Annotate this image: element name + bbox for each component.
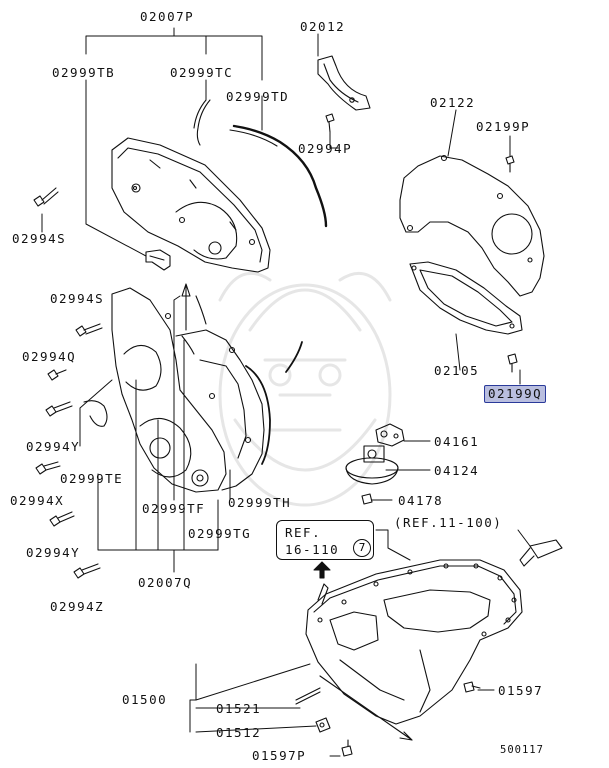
ref-box: REF. 16-110 7 [276, 520, 374, 560]
label-ref-11-100: (REF.11-100) [394, 515, 503, 530]
seal-02999TE [83, 400, 108, 427]
label-02994S-lower: 02994S [50, 291, 105, 306]
plate-02122 [399, 154, 545, 297]
label-02999TD: 02999TD [226, 89, 290, 104]
bolt-02994X [35, 461, 61, 475]
label-02994P: 02994P [298, 141, 353, 156]
label-01500: 01500 [122, 692, 168, 707]
gasket-01521 [295, 687, 321, 705]
lower-timing-cover [111, 287, 265, 493]
oil-strainer-04124 [345, 445, 399, 485]
ref-arrow [313, 561, 331, 579]
seal-02999TF [181, 283, 191, 331]
figure-number: 500117 [500, 744, 544, 756]
plug-01597 [463, 681, 481, 693]
watermark-emblem [218, 271, 392, 507]
label-04161: 04161 [434, 434, 480, 449]
bolt-02199Q [507, 353, 518, 373]
oil-pan-01500 [305, 559, 523, 725]
label-02105: 02105 [434, 363, 480, 378]
bolt-02199P [505, 155, 515, 173]
label-02999TH: 02999TH [228, 495, 292, 510]
label-01597: 01597 [498, 683, 544, 698]
label-02199Q-highlighted[interactable]: 02199Q [484, 385, 547, 403]
label-02994X: 02994X [10, 493, 65, 508]
label-02007Q: 02007Q [138, 575, 193, 590]
label-02012: 02012 [300, 19, 346, 34]
leader-lines [41, 27, 531, 757]
label-04124: 04124 [434, 463, 480, 478]
plug-01597P [341, 739, 353, 757]
label-02994Y-lower: 02994Y [26, 545, 81, 560]
bolt-02994Q [47, 369, 67, 381]
bolt-02994P [325, 113, 335, 133]
label-02994Q: 02994Q [22, 349, 77, 364]
label-02999TC: 02999TC [170, 65, 234, 80]
seal-02999TC [196, 99, 211, 146]
label-02999TG: 02999TG [188, 526, 252, 541]
ref-circle-number: 7 [353, 539, 371, 557]
bolt-02994Y-upper [45, 401, 73, 417]
label-02994Z: 02994Z [50, 599, 105, 614]
bolt-02994Z [73, 563, 101, 579]
label-01512: 01512 [216, 725, 262, 740]
bolt-02994Y-lower [49, 511, 75, 527]
label-04178: 04178 [398, 493, 444, 508]
gasket-04161 [375, 423, 405, 447]
bracket-02012 [317, 55, 371, 111]
bolt-02994S-upper [33, 187, 59, 207]
label-01597P: 01597P [252, 748, 307, 763]
gasket-02105 [409, 261, 523, 335]
clip-02999TB [145, 249, 171, 271]
bolt-04178 [361, 493, 373, 505]
drain-plug-01512 [315, 717, 331, 733]
label-02994Y-upper: 02994Y [26, 439, 81, 454]
bolt-02994S-lower [75, 323, 103, 337]
upper-timing-cover [111, 137, 271, 273]
label-02994S-upper: 02994S [12, 231, 67, 246]
ref-line1: REF. [285, 525, 322, 540]
label-02122: 02122 [430, 95, 476, 110]
sealant-tube [519, 539, 563, 567]
label-02999TE: 02999TE [60, 471, 124, 486]
label-02199P: 02199P [476, 119, 531, 134]
seal-02999TH [245, 365, 271, 465]
label-02999TF: 02999TF [142, 501, 206, 516]
seal-02999TD [232, 124, 328, 228]
label-02999TB: 02999TB [52, 65, 116, 80]
label-01521: 01521 [216, 701, 262, 716]
ref-line2: 16-110 [285, 542, 340, 557]
label-02007P: 02007P [140, 9, 195, 24]
